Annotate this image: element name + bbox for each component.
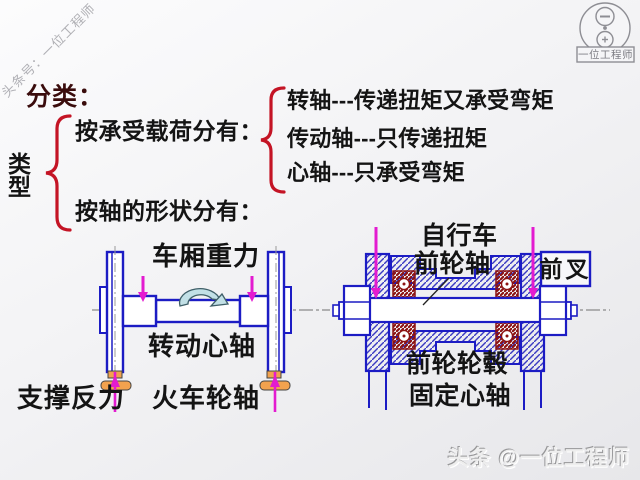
front-hub-label: 前轮轮毂 xyxy=(406,350,509,378)
by-load-label: 按承受载荷分有： xyxy=(75,118,263,144)
axle-leader-line xyxy=(422,277,450,306)
support-reaction-label: 支撑反力 xyxy=(17,383,126,413)
axle-nuts xyxy=(342,284,568,337)
hub-top-section xyxy=(390,255,521,290)
classification-heading: 分类： xyxy=(26,83,105,111)
carriage-weight-arrows xyxy=(138,276,257,302)
fixed-spindle-label: 固定心轴 xyxy=(409,382,512,410)
bicycle-title-line2: 前轮轴 xyxy=(414,250,491,278)
bicycle-axle-diagram xyxy=(332,227,610,410)
bicycle-axle-shaft xyxy=(350,296,560,324)
bicycle-title-line1: 自行车 xyxy=(421,222,498,250)
load-type-rotating-shaft: 转轴---传递扭矩又承受弯矩 xyxy=(287,88,554,113)
axle-right-step xyxy=(238,294,270,328)
bicycle-load-arrows xyxy=(371,227,538,299)
axle-left-step xyxy=(121,294,158,328)
logo-label: 一位工程师 xyxy=(578,49,633,61)
bottom-watermark: 头条 @一位工程师 xyxy=(447,447,630,470)
front-fork-label-box xyxy=(539,250,592,288)
support-reaction-arrows xyxy=(110,372,280,412)
fork-legs xyxy=(368,371,542,410)
ball-bearings xyxy=(392,270,519,350)
carriage-weight-label: 车厢重力 xyxy=(152,241,261,271)
train-axle-caption: 火车轮轴 xyxy=(152,383,261,413)
rotating-spindle-label: 转动心轴 xyxy=(148,331,257,361)
type-label: 类型 xyxy=(8,151,31,200)
engineer-logo-icon xyxy=(576,2,635,63)
type-brace xyxy=(45,114,72,232)
load-type-transmission-shaft: 传动轴---只传递扭矩 xyxy=(287,126,488,151)
rotation-arrow-icon xyxy=(178,288,230,307)
front-fork-label: 前叉 xyxy=(539,255,592,282)
load-type-spindle: 心轴---只承受弯矩 xyxy=(287,160,465,185)
load-types-brace xyxy=(260,86,286,194)
train-axle-diagram xyxy=(92,246,330,412)
by-shape-label: 按轴的形状分有： xyxy=(75,198,263,224)
hub-bottom-section xyxy=(390,330,521,365)
